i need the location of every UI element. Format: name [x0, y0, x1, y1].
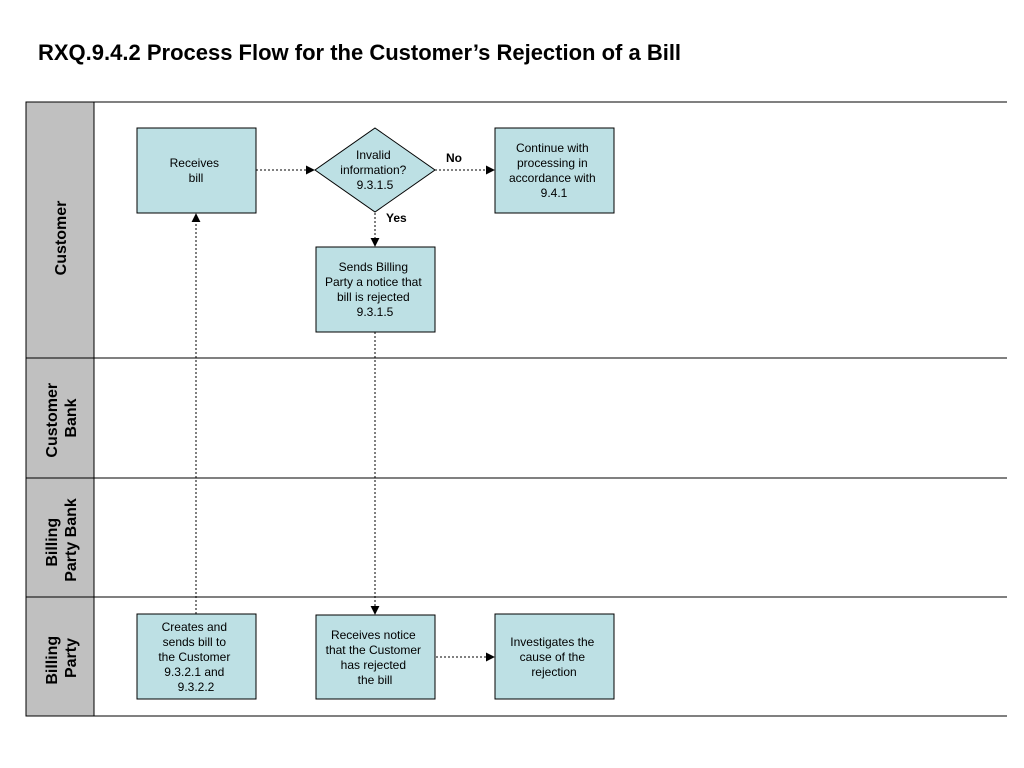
node-receives-notice: Receives notice that the Customer has re… — [315, 614, 436, 700]
node-creates-bill: Creates and sends bill to the Customer 9… — [136, 613, 257, 700]
node-sends-notice-text: Sends Billing Party a notice that bill i… — [325, 260, 425, 319]
lane-label-customer: Customer — [53, 201, 70, 276]
swimlane-frame — [25, 101, 1007, 717]
node-invalid-information-text: Invalid information? 9.3.1.5 — [340, 148, 409, 192]
node-creates-bill-text: Creates and sends bill to the Customer 9… — [158, 620, 233, 694]
node-continue-processing: Continue with processing in accordance w… — [494, 127, 615, 214]
node-receives-bill-text: Receives bill — [170, 156, 223, 185]
lane-label-billing-party-bank: Billing Party Bank — [44, 498, 80, 582]
node-continue-processing-text: Continue with processing in accordance w… — [509, 141, 599, 200]
page-title: RXQ.9.4.2 Process Flow for the Customer’… — [38, 40, 682, 65]
lane-label-billing-party: Billing Party — [44, 631, 80, 684]
lane-header-customer-bank — [25, 357, 95, 479]
edge-label-no: No — [446, 151, 462, 165]
lane-label-customer-bank: Customer Bank — [44, 378, 80, 457]
node-sends-notice: Sends Billing Party a notice that bill i… — [315, 246, 436, 333]
edge-label-yes: Yes — [386, 211, 407, 225]
node-receives-bill: Receives bill — [136, 127, 257, 214]
lane-header-billing-party — [25, 596, 95, 717]
lane-header-billing-party-bank — [25, 477, 95, 598]
node-investigates-text: Investigates the cause of the rejection — [510, 635, 597, 679]
node-investigates: Investigates the cause of the rejection — [494, 613, 615, 700]
node-receives-notice-text: Receives notice that the Customer has re… — [326, 628, 425, 687]
lane-header-customer — [25, 101, 95, 359]
connectors — [191, 165, 495, 662]
node-invalid-information-decision: Invalid information? 9.3.1.5 — [314, 127, 436, 213]
